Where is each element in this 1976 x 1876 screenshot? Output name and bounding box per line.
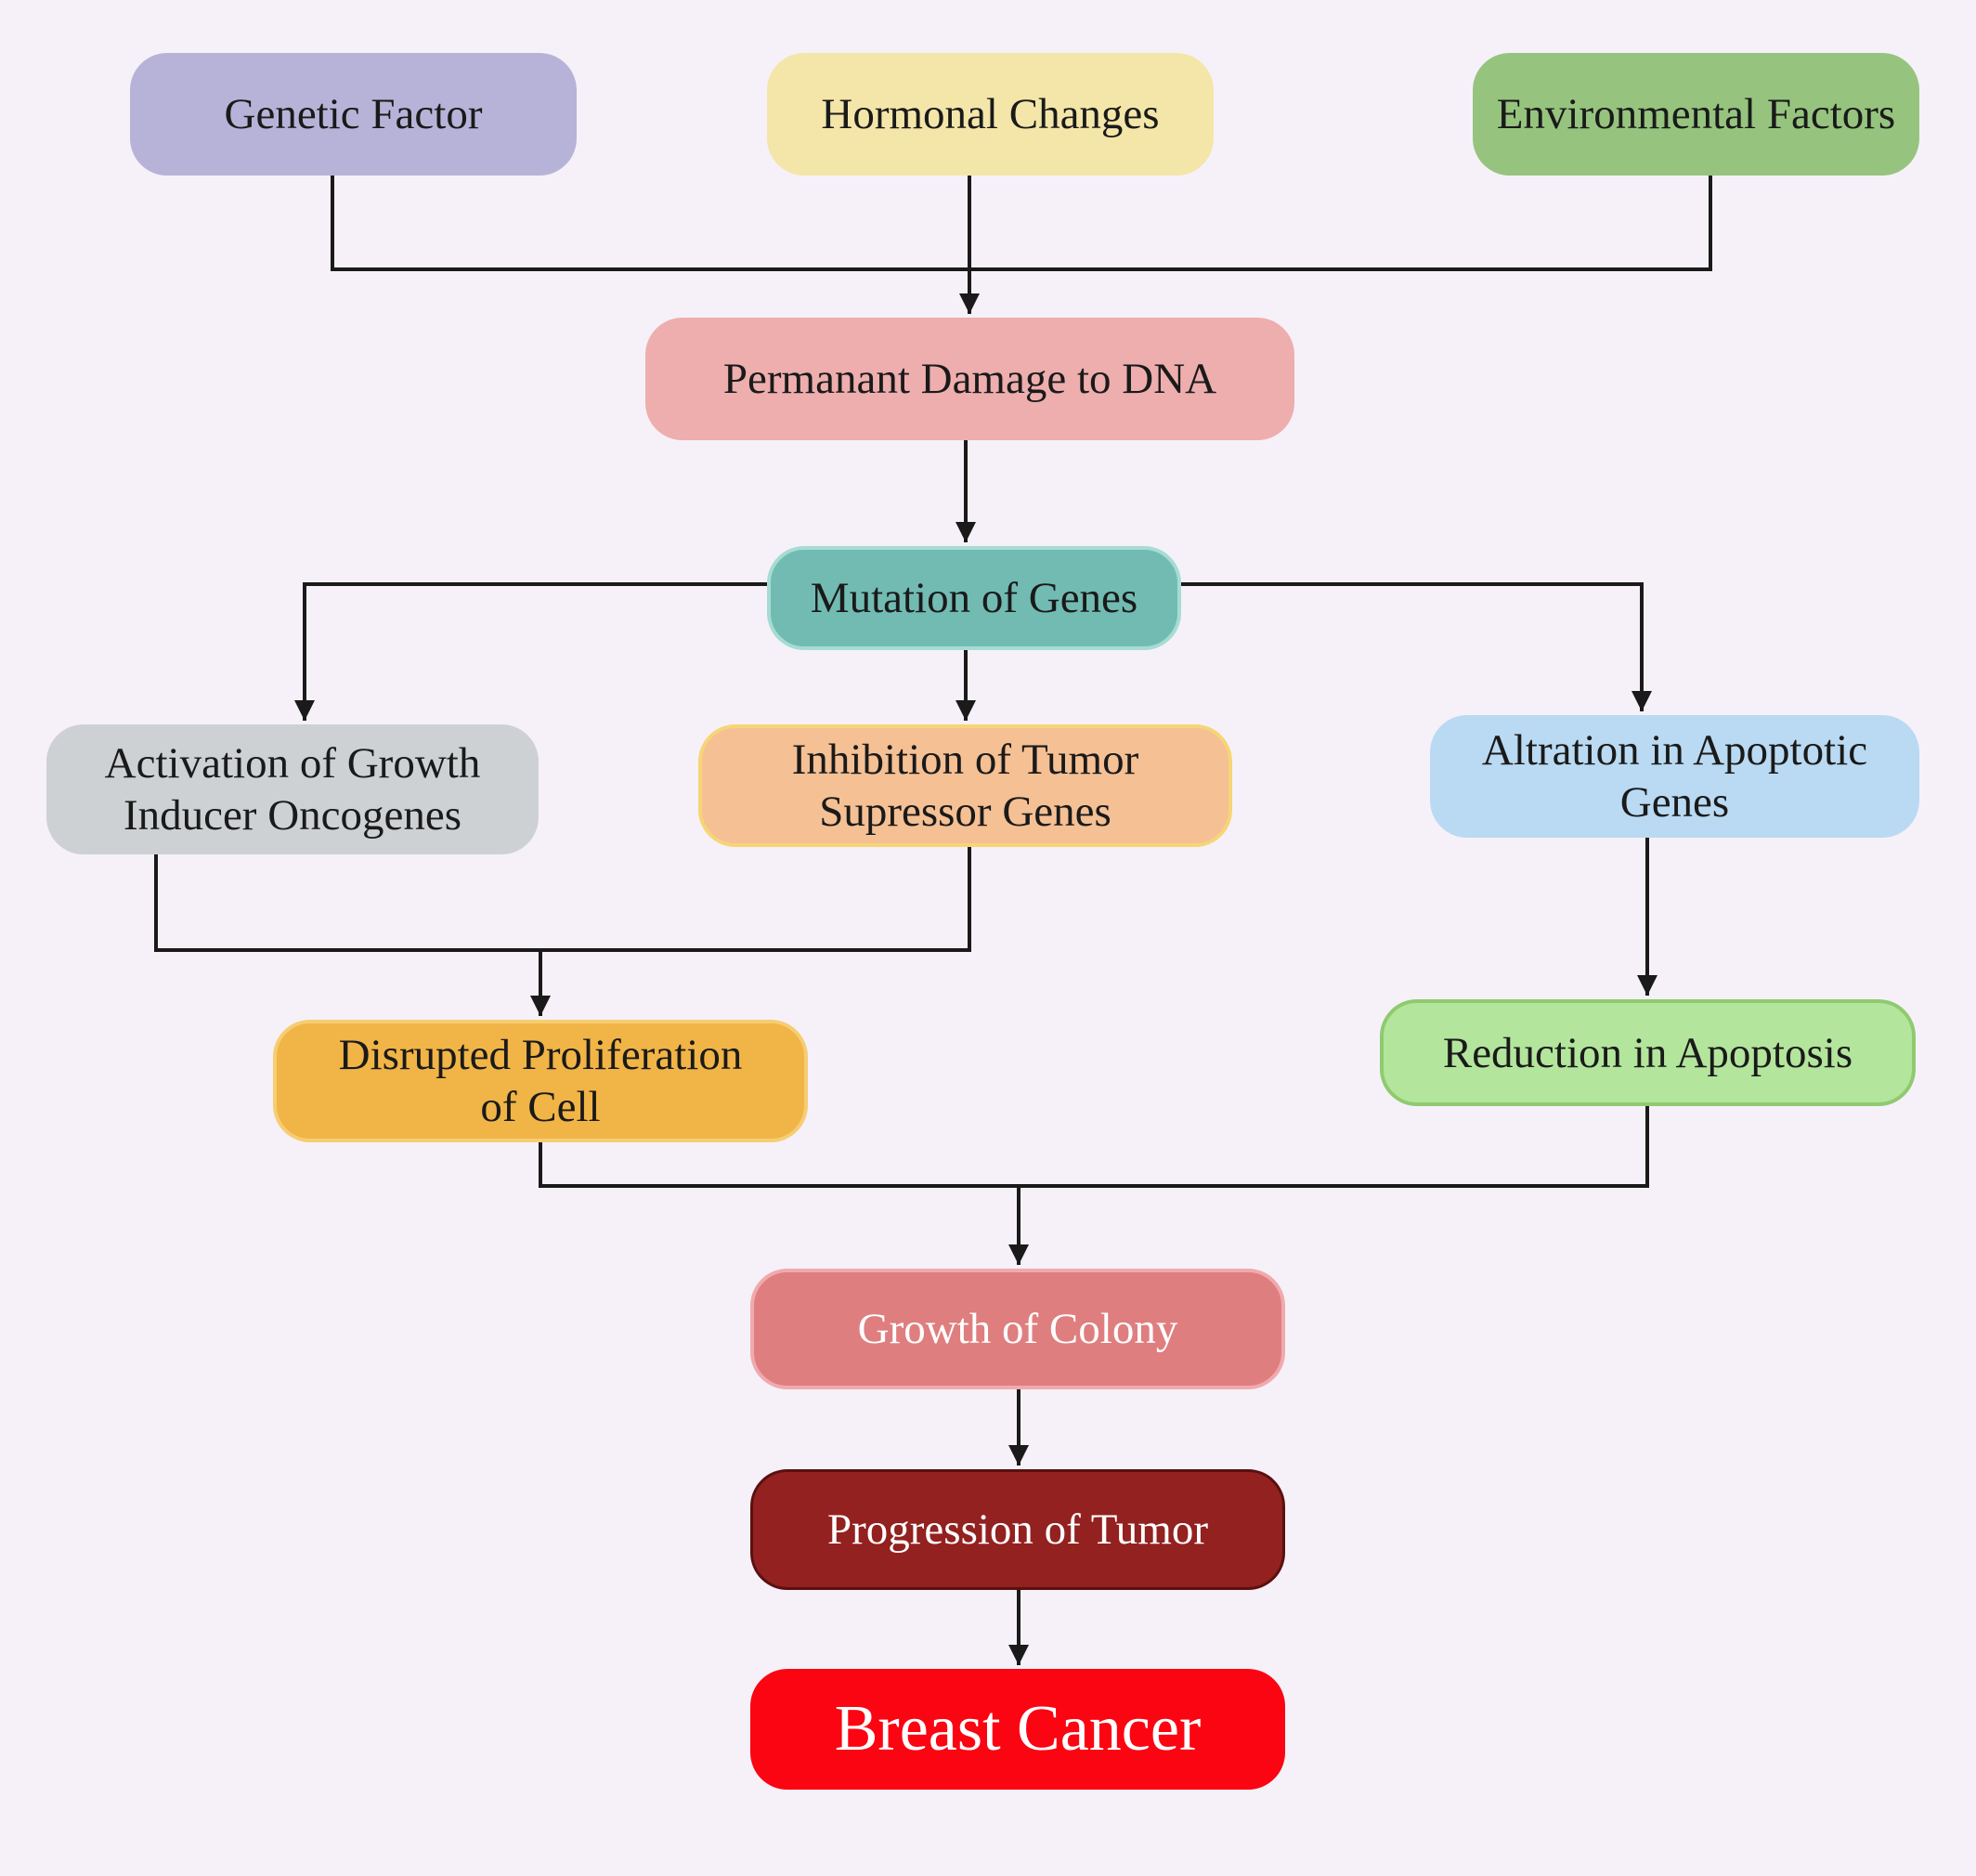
connector-hormonal-to-dna-arrowhead [959, 293, 980, 314]
connector-merge-to-colony-down-arrowhead [1008, 1244, 1029, 1265]
connector-colony-to-progression-arrowhead [1008, 1445, 1029, 1466]
node-label: Breast Cancer [834, 1693, 1202, 1765]
node-genetic-factor: Genetic Factor [130, 53, 577, 176]
node-growth-of-colony: Growth of Colony [750, 1269, 1285, 1389]
connector-merge-down-arrowhead [530, 996, 551, 1016]
connector-merge-to-colony [539, 1106, 1649, 1188]
node-label: Inhibition of Tumor Supressor Genes [791, 736, 1139, 836]
node-inhibition-tumor-supressor: Inhibition of Tumor Supressor Genes [698, 724, 1232, 847]
node-environmental-factors: Environmental Factors [1473, 53, 1919, 176]
connector-altration-to-reduction-arrowhead [1637, 975, 1658, 996]
node-label: Altration in Apoptotic Genes [1481, 726, 1868, 827]
connector-merge-to-disrupted [154, 847, 971, 952]
node-altration-apoptotic-genes: Altration in Apoptotic Genes [1430, 715, 1919, 838]
node-disrupted-proliferation: Disrupted Proliferation of Cell [273, 1020, 808, 1142]
connector-mutation-to-center-arrowhead [956, 700, 976, 721]
connector-mutation-to-right [1181, 582, 1644, 711]
node-label: Activation of Growth Inducer Oncogenes [104, 739, 481, 840]
node-label: Environmental Factors [1496, 90, 1896, 138]
connector-mutation-to-left [303, 582, 767, 721]
node-label: Progression of Tumor [826, 1505, 1208, 1554]
node-breast-cancer: Breast Cancer [750, 1669, 1285, 1790]
node-label: Disrupted Proliferation of Cell [338, 1031, 743, 1131]
node-label: Genetic Factor [224, 90, 483, 138]
node-label: Mutation of Genes [810, 574, 1138, 622]
node-progression-of-tumor: Progression of Tumor [750, 1469, 1285, 1590]
node-activation-oncogenes: Activation of Growth Inducer Oncogenes [46, 724, 539, 854]
connector-mutation-to-left-arrowhead [294, 700, 315, 721]
connector-genetic-stem [331, 176, 1712, 271]
connector-dna-to-mutation-arrowhead [956, 522, 976, 542]
node-label: Growth of Colony [857, 1305, 1178, 1353]
node-label: Hormonal Changes [821, 90, 1160, 138]
node-label: Permanant Damage to DNA [722, 355, 1217, 403]
connector-mutation-to-right-arrowhead [1632, 691, 1652, 711]
connector-progression-to-cancer-arrowhead [1008, 1645, 1029, 1665]
node-mutation-of-genes: Mutation of Genes [767, 546, 1181, 650]
node-reduction-in-apoptosis: Reduction in Apoptosis [1380, 999, 1916, 1106]
node-hormonal-changes: Hormonal Changes [767, 53, 1214, 176]
node-label: Reduction in Apoptosis [1442, 1028, 1853, 1077]
node-dna-damage: Permanant Damage to DNA [645, 318, 1294, 440]
